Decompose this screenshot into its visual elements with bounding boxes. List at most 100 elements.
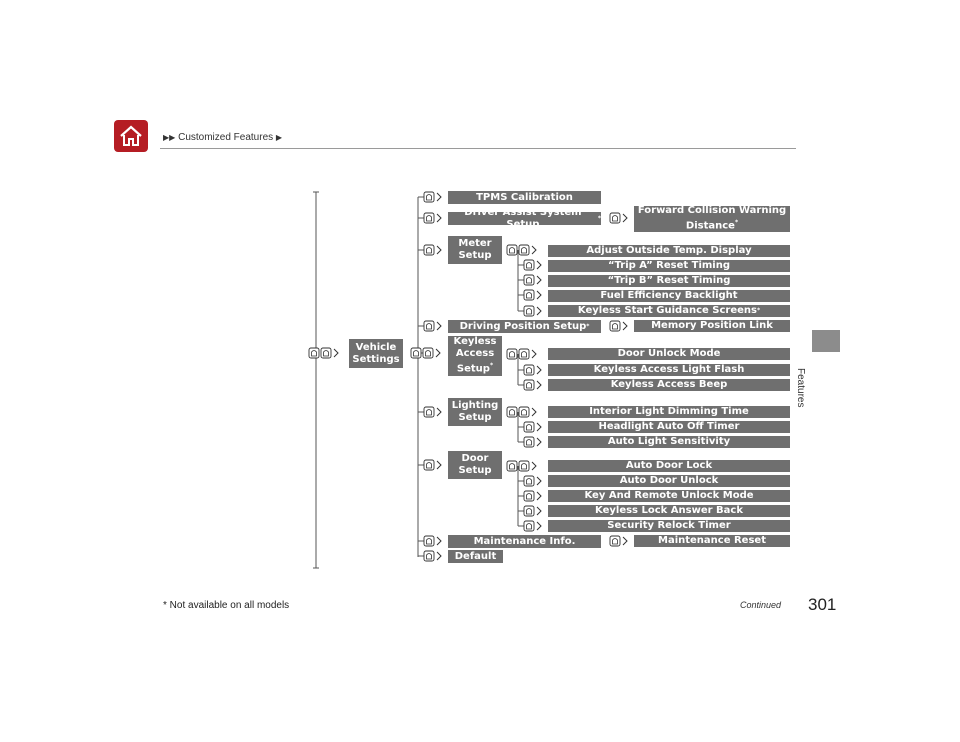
side-tab-marker bbox=[812, 330, 840, 352]
selector-knob-icon bbox=[518, 406, 530, 418]
selector-knob-icon bbox=[423, 212, 435, 224]
meter-item-box: “Trip A” Reset Timing bbox=[548, 260, 790, 272]
chevron-right-icon bbox=[436, 536, 442, 546]
selector-knob-icon bbox=[523, 364, 535, 376]
maintenance-reset-box: Maintenance Reset bbox=[634, 535, 790, 547]
breadcrumb-arrow-icon: ▶▶ bbox=[163, 133, 176, 142]
chevron-right-icon bbox=[536, 521, 542, 531]
selector-knob-icon bbox=[523, 421, 535, 433]
chevron-right-icon bbox=[622, 536, 628, 546]
chevron-right-icon bbox=[436, 460, 442, 470]
asterisk-mark: * bbox=[734, 219, 739, 227]
default-box: Default bbox=[448, 550, 503, 563]
selector-knob-icon bbox=[423, 320, 435, 332]
keyless-label-3: Setup bbox=[456, 363, 490, 375]
chevron-right-icon bbox=[536, 290, 542, 300]
chevron-right-icon bbox=[536, 365, 542, 375]
keyless-label-1: Keyless bbox=[453, 336, 497, 348]
selector-knob-icon bbox=[506, 406, 518, 418]
asterisk-mark: * bbox=[597, 214, 601, 222]
driving-position-box: Driving Position Setup* bbox=[448, 320, 601, 333]
selector-knob-icon bbox=[518, 244, 530, 256]
selector-knob-icon bbox=[506, 460, 518, 472]
selector-knob-icon bbox=[523, 490, 535, 502]
door-item-box: Auto Door Unlock bbox=[548, 475, 790, 487]
driver-assist-box: Driver Assist System Setup * bbox=[448, 207, 601, 230]
driver-assist-label: Driver Assist System Setup bbox=[464, 206, 582, 230]
memory-position-box: Memory Position Link bbox=[634, 320, 790, 332]
selector-knob-icon bbox=[422, 347, 434, 359]
meter-label-1: Meter bbox=[458, 238, 492, 249]
chevron-right-icon bbox=[436, 213, 442, 223]
selector-knob-icon bbox=[518, 460, 530, 472]
chevron-right-icon bbox=[536, 306, 542, 316]
chevron-right-icon bbox=[436, 407, 442, 417]
footnote: * Not available on all models bbox=[163, 600, 290, 611]
chevron-right-icon bbox=[531, 407, 537, 417]
selector-knob-icon bbox=[423, 459, 435, 471]
fcw-label-1: Forward Collision Warning bbox=[637, 205, 787, 217]
tpms-calibration-box: TPMS Calibration bbox=[448, 191, 601, 204]
selector-knob-icon bbox=[506, 348, 518, 360]
chevron-right-icon bbox=[436, 245, 442, 255]
chevron-right-icon bbox=[536, 476, 542, 486]
selector-knob-icon bbox=[523, 274, 535, 286]
door-item-box: Key And Remote Unlock Mode bbox=[548, 490, 790, 502]
selector-knob-icon bbox=[523, 475, 535, 487]
asterisk-mark: * bbox=[756, 307, 761, 314]
home-button[interactable] bbox=[114, 120, 148, 152]
door-setup-box: Door Setup bbox=[448, 451, 502, 479]
breadcrumb[interactable]: ▶▶ Customized Features ▶ bbox=[163, 132, 282, 143]
lighting-item-box: Auto Light Sensitivity bbox=[548, 436, 790, 448]
keyless-item-box: Keyless Access Beep bbox=[548, 379, 790, 391]
door-label-1: Door bbox=[461, 453, 489, 464]
selector-knob-icon bbox=[423, 550, 435, 562]
chevron-right-icon bbox=[333, 348, 339, 358]
selector-knob-icon bbox=[523, 520, 535, 532]
chevron-right-icon bbox=[436, 551, 442, 561]
selector-knob-icon bbox=[506, 244, 518, 256]
selector-knob-icon bbox=[523, 505, 535, 517]
chevron-right-icon bbox=[536, 275, 542, 285]
selector-knob-icon bbox=[523, 259, 535, 271]
breadcrumb-arrow-icon: ▶ bbox=[275, 133, 283, 142]
selector-knob-icon bbox=[423, 406, 435, 418]
meter-item-label: Keyless Start Guidance Screens bbox=[577, 305, 757, 316]
meter-item-box: “Trip B” Reset Timing bbox=[548, 275, 790, 287]
selector-knob-icon bbox=[609, 212, 621, 224]
chevron-right-icon bbox=[531, 349, 537, 359]
chevron-right-icon bbox=[435, 348, 441, 358]
chevron-right-icon bbox=[536, 422, 542, 432]
continued-label: Continued bbox=[740, 600, 782, 610]
lighting-label-2: Setup bbox=[458, 412, 492, 423]
driving-position-label: Driving Position Setup bbox=[459, 320, 587, 332]
chevron-right-icon bbox=[436, 192, 442, 202]
door-item-box: Auto Door Lock bbox=[548, 460, 790, 472]
chevron-right-icon bbox=[531, 245, 537, 255]
meter-setup-box: Meter Setup bbox=[448, 236, 502, 264]
breadcrumb-label: Customized Features bbox=[178, 132, 274, 143]
selector-knob-icon bbox=[423, 244, 435, 256]
selector-knob-icon bbox=[423, 535, 435, 547]
selector-knob-icon bbox=[523, 305, 535, 317]
keyless-access-setup-box: Keyless Access Setup* bbox=[448, 336, 502, 376]
chevron-right-icon bbox=[536, 506, 542, 516]
door-label-2: Setup bbox=[458, 465, 492, 476]
chevron-right-icon bbox=[536, 437, 542, 447]
meter-item-box: Keyless Start Guidance Screens* bbox=[548, 305, 790, 317]
selector-knob-icon bbox=[523, 289, 535, 301]
door-item-box: Security Relock Timer bbox=[548, 520, 790, 532]
asterisk-mark: * bbox=[586, 322, 590, 330]
selector-knob-icon bbox=[410, 347, 422, 359]
keyless-item-box: Door Unlock Mode bbox=[548, 348, 790, 360]
chevron-right-icon bbox=[536, 260, 542, 270]
selector-knob-icon bbox=[518, 348, 530, 360]
selector-knob-icon bbox=[523, 379, 535, 391]
chevron-right-icon bbox=[536, 380, 542, 390]
selector-knob-icon bbox=[320, 347, 332, 359]
meter-item-box: Adjust Outside Temp. Display bbox=[548, 245, 790, 257]
page-number: 301 bbox=[808, 595, 837, 614]
selector-knob-icon bbox=[609, 320, 621, 332]
lighting-setup-box: Lighting Setup bbox=[448, 398, 502, 426]
vehicle-settings-label-2: Settings bbox=[352, 353, 400, 365]
